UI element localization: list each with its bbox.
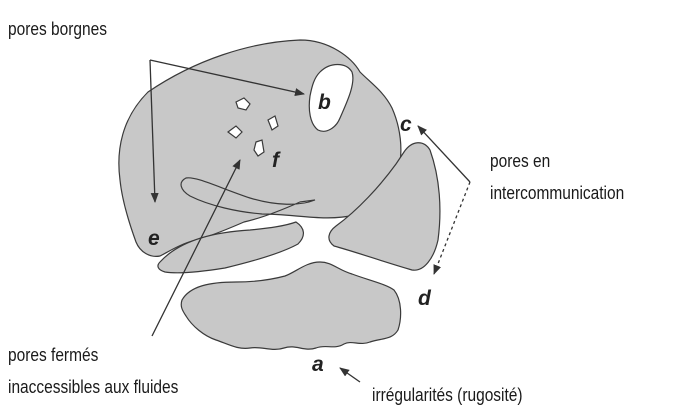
label-closed-line2: inaccessibles aux fluides xyxy=(8,376,178,398)
arrow-to-a xyxy=(340,368,360,382)
letter-c: c xyxy=(400,114,412,136)
label-closed-line1: pores fermés xyxy=(8,344,98,366)
letter-d: d xyxy=(418,288,431,310)
label-interconnected-line2: intercommunication xyxy=(490,182,624,204)
label-roughness: irrégularités (rugosité) xyxy=(372,384,523,406)
label-interconnected-line1: pores en xyxy=(490,150,550,172)
letter-e: e xyxy=(148,228,160,250)
label-blind-pores: pores borgnes xyxy=(8,18,107,40)
letter-b: b xyxy=(318,92,331,114)
bottom-grain xyxy=(181,262,400,349)
letter-f: f xyxy=(272,150,279,172)
letter-a: a xyxy=(312,354,324,376)
